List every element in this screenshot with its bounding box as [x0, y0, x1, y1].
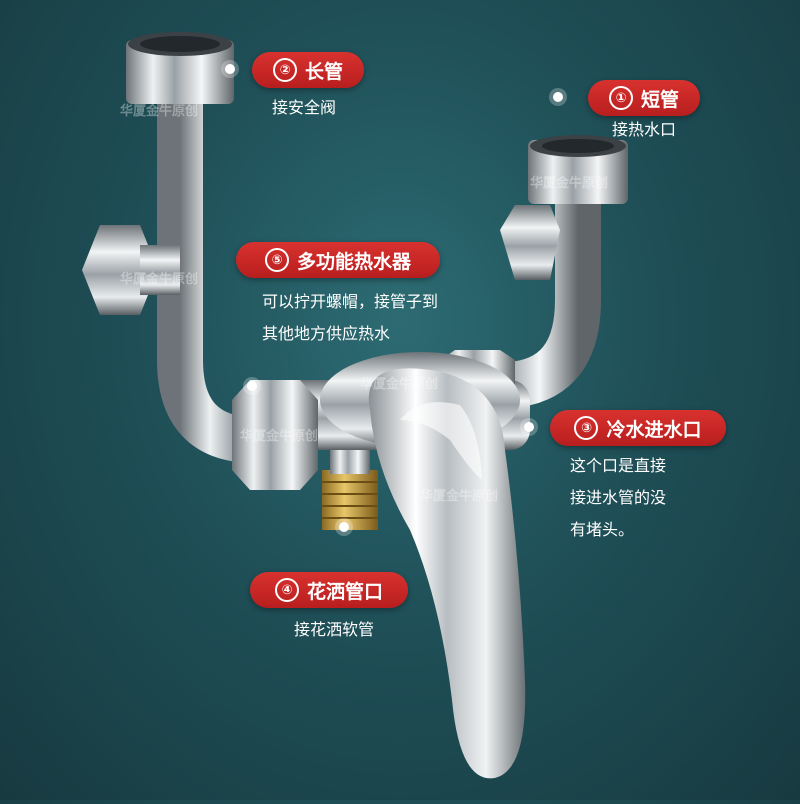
label-shower-outlet: ④ 花洒管口 — [250, 572, 408, 608]
number-badge: ③ — [574, 416, 599, 440]
number-badge: ① — [608, 86, 633, 110]
desc-long-pipe: 接安全阀 — [272, 92, 336, 124]
label-title: 多功能热水器 — [296, 250, 411, 273]
watermark: 华厦金牛原创 — [420, 489, 499, 504]
number-badge: ② — [272, 58, 297, 82]
desc-line: 可以拧开螺帽，接管子到 — [262, 292, 439, 311]
number-badge: ④ — [274, 578, 299, 602]
label-short-pipe: ① 短管 — [588, 80, 700, 116]
label-cold-inlet: ③ 冷水进水口 — [550, 410, 726, 446]
number-badge: ⑤ — [264, 248, 289, 272]
desc-multi-heater: 可以拧开螺帽，接管子到 其他地方供应热水 — [262, 286, 438, 350]
pointer-dot-cold-inlet — [520, 418, 538, 436]
desc-cold-inlet: 这个口是直接 接进水管的没 有堵头。 — [570, 450, 666, 546]
label-long-pipe: ② 长管 — [252, 52, 364, 88]
label-title: 冷水进水口 — [606, 418, 702, 441]
desc-line: 接安全阀 — [272, 98, 337, 117]
pointer-dot-multi-heater — [243, 377, 261, 395]
label-title: 短管 — [640, 88, 679, 111]
desc-line: 接热水口 — [612, 120, 677, 139]
desc-line: 接花洒软管 — [294, 620, 375, 639]
watermark: 华厦金牛原创 — [240, 429, 319, 444]
pointer-dot-long-pipe — [221, 60, 239, 78]
label-multi-heater: ⑤ 多功能热水器 — [236, 242, 440, 278]
desc-line: 接进水管的没 — [570, 488, 667, 507]
watermark: 华厦金牛原创 — [120, 104, 199, 119]
label-title: 花洒管口 — [306, 580, 383, 603]
watermark: 华厦金牛原创 — [360, 377, 439, 392]
desc-short-pipe: 接热水口 — [612, 114, 676, 146]
label-title: 长管 — [304, 60, 343, 83]
watermark: 华厦金牛原创 — [120, 272, 199, 287]
pointer-dot-shower-outlet — [335, 518, 353, 536]
pointer-dot-short-pipe — [549, 88, 567, 106]
watermark: 华厦金牛原创 — [530, 176, 609, 191]
desc-line: 其他地方供应热水 — [262, 324, 391, 343]
desc-line: 这个口是直接 — [570, 456, 667, 475]
desc-line: 有堵头。 — [570, 520, 635, 539]
desc-shower-outlet: 接花洒软管 — [294, 614, 374, 646]
